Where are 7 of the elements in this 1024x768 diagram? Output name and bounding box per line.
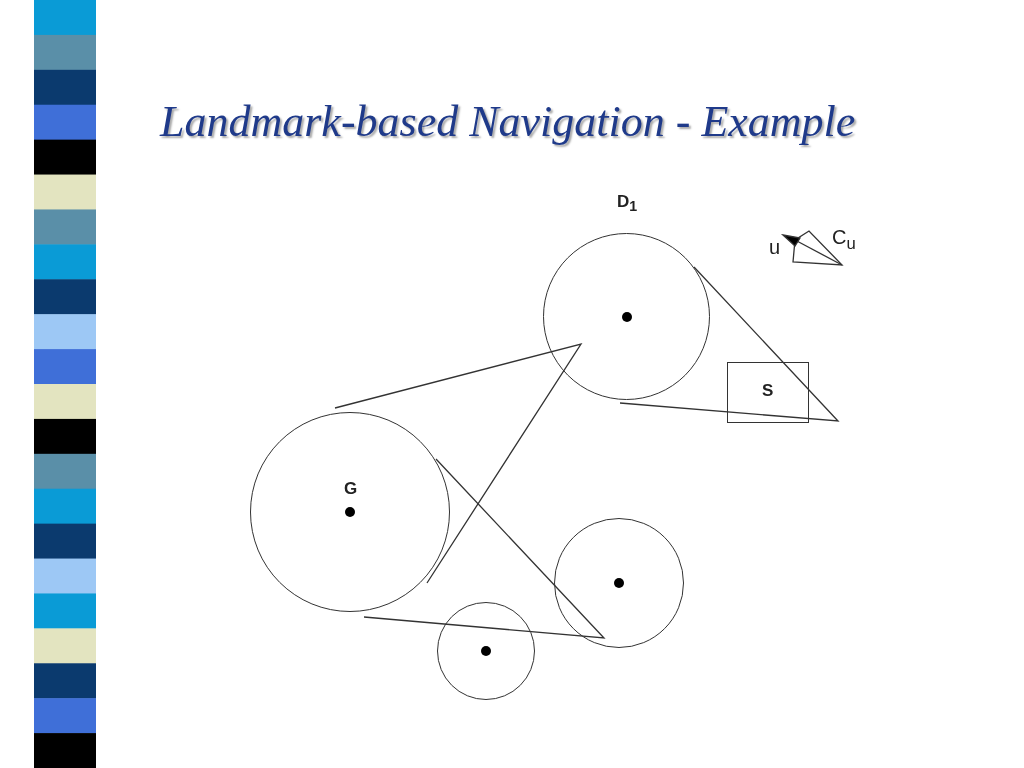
node-label: S bbox=[762, 381, 774, 401]
camera-label: C$_{u}$ bbox=[832, 226, 856, 254]
node-label: G bbox=[344, 479, 358, 499]
camera-label: u bbox=[769, 236, 781, 259]
node-label: D$_{1}$ bbox=[617, 192, 638, 215]
slide-title: Landmark-based Navigation - Example bbox=[160, 96, 856, 147]
region-box bbox=[727, 362, 809, 423]
